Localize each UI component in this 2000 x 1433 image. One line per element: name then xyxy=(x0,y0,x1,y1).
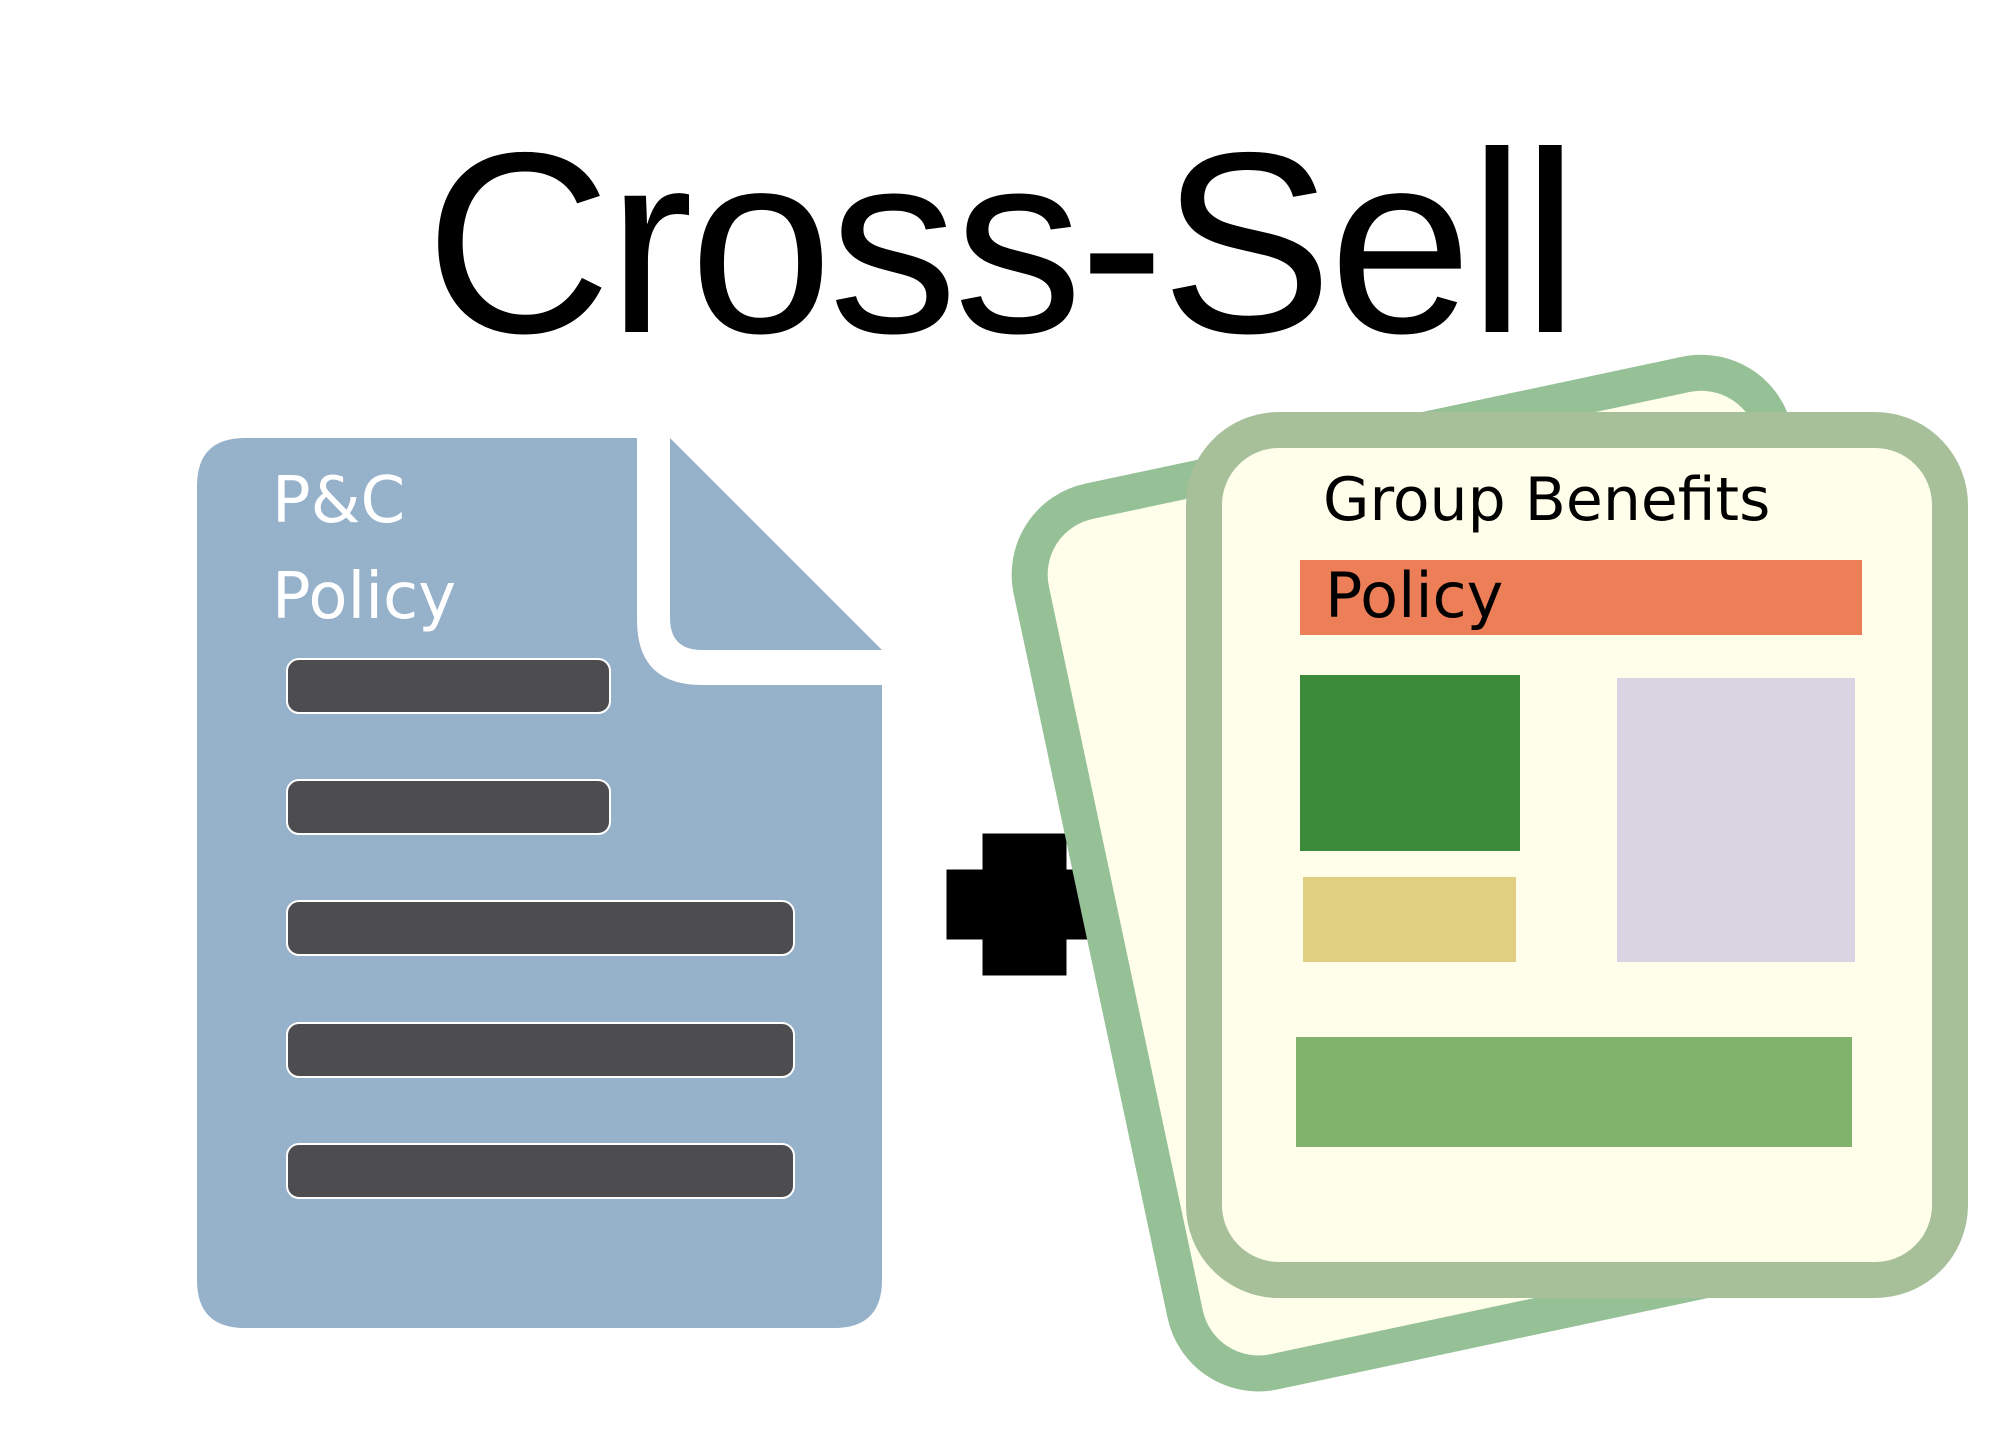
document-text-lines xyxy=(286,658,795,1199)
content-block-green-dark xyxy=(1300,675,1520,851)
text-line-bar xyxy=(286,779,611,835)
content-block-yellow xyxy=(1303,877,1516,962)
policy-label: Policy xyxy=(272,560,456,634)
plus-icon xyxy=(943,830,1106,979)
content-block-green-light xyxy=(1296,1037,1852,1147)
document-corner-fold xyxy=(670,438,882,650)
text-line-bar xyxy=(286,1143,795,1199)
pc-policy-document: P&C Policy xyxy=(197,438,882,1328)
group-benefits-header: Group Benefits xyxy=(1323,465,1770,535)
text-line-bar xyxy=(286,658,611,714)
pc-label: P&C xyxy=(272,464,405,538)
policy-band-label: Policy xyxy=(1325,559,1503,632)
content-block-lavender xyxy=(1617,678,1855,962)
group-benefits-documents: Group Benefits Policy xyxy=(1011,354,1968,1392)
text-line-bar xyxy=(286,900,795,956)
policy-band xyxy=(1300,560,1862,635)
diagram-title: Cross-Sell xyxy=(425,98,1575,387)
text-line-bar xyxy=(286,1022,795,1078)
